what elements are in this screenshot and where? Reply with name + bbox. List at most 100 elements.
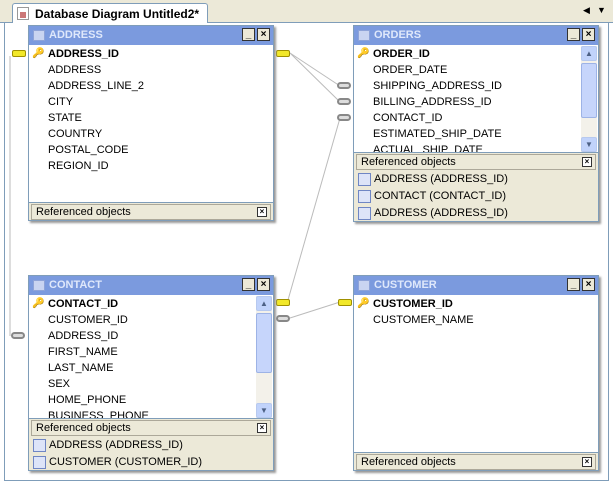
minimize-button[interactable]: _ — [242, 278, 255, 291]
close-button[interactable]: × — [582, 278, 595, 291]
table-name: ADDRESS — [49, 29, 103, 41]
minimize-button[interactable]: _ — [567, 28, 580, 41]
table-header[interactable]: ADDRESS _× — [29, 26, 273, 45]
table-header[interactable]: ORDERS _× — [354, 26, 598, 45]
minimize-button[interactable]: _ — [567, 278, 580, 291]
column-row[interactable]: LAST_NAME — [48, 362, 114, 374]
key-icon: 🔑 — [32, 298, 45, 309]
column-row[interactable]: BUSINESS_PHONE — [48, 410, 149, 419]
column-row[interactable]: STATE — [48, 112, 82, 124]
vertical-scrollbar[interactable]: ▲ ▼ — [256, 296, 272, 418]
column-row[interactable]: ADDRESS_ID — [48, 330, 119, 342]
close-icon[interactable]: × — [582, 457, 592, 467]
table-icon — [358, 207, 371, 220]
column-row[interactable]: COUNTRY — [48, 128, 103, 140]
primary-key-connector-icon[interactable] — [276, 299, 290, 306]
column-list: 🔑ORDER_ID ORDER_DATE SHIPPING_ADDRESS_ID… — [354, 45, 598, 153]
scroll-up-icon[interactable]: ▲ — [256, 296, 272, 311]
minimize-button[interactable]: _ — [242, 28, 255, 41]
column-row[interactable]: 🔑ORDER_ID — [357, 48, 430, 60]
referenced-objects-bar: Referenced objects× — [356, 154, 596, 170]
column-row[interactable]: 🔑CUSTOMER_ID — [357, 298, 453, 310]
column-row[interactable]: HOME_PHONE — [48, 394, 127, 406]
referenced-object[interactable]: ADDRESS (ADDRESS_ID) — [29, 437, 273, 454]
relation-line[interactable] — [289, 52, 341, 87]
foreign-key-link-icon[interactable] — [337, 82, 351, 89]
column-row[interactable]: 🔑CONTACT_ID — [32, 298, 119, 310]
primary-key-connector-icon[interactable] — [338, 299, 352, 306]
close-button[interactable]: × — [257, 28, 270, 41]
column-row[interactable]: REGION_ID — [48, 160, 109, 172]
column-row[interactable]: ADDRESS — [48, 64, 102, 76]
table-icon — [33, 439, 46, 452]
primary-key-connector-icon[interactable] — [12, 50, 26, 57]
scroll-down-icon[interactable]: ▼ — [581, 137, 597, 152]
close-button[interactable]: × — [582, 28, 595, 41]
referenced-object[interactable]: ADDRESS (ADDRESS_ID) — [354, 205, 598, 222]
key-icon: 🔑 — [357, 48, 370, 59]
close-icon[interactable]: × — [257, 423, 267, 433]
table-name: CUSTOMER — [374, 279, 437, 291]
table-contact[interactable]: CONTACT _× 🔑CONTACT_ID CUSTOMER_ID ADDRE… — [28, 275, 274, 471]
column-row[interactable]: ACTUAL_SHIP_DATE — [373, 144, 483, 153]
scroll-thumb[interactable] — [256, 313, 272, 373]
referenced-object[interactable]: CONTACT (CONTACT_ID) — [354, 188, 598, 205]
table-icon — [33, 280, 45, 291]
close-button[interactable]: × — [257, 278, 270, 291]
foreign-key-link-icon[interactable] — [11, 332, 25, 339]
referenced-objects-bar: Referenced objects× — [356, 454, 596, 470]
table-name: ORDERS — [374, 29, 422, 41]
tab-list-arrow-icon[interactable]: ◀ — [583, 5, 590, 15]
vertical-scrollbar[interactable]: ▲ ▼ — [581, 46, 597, 152]
column-row[interactable]: ORDER_DATE — [373, 64, 448, 76]
column-row[interactable]: 🔑ADDRESS_ID — [32, 48, 119, 60]
column-row[interactable]: POSTAL_CODE — [48, 144, 129, 156]
foreign-key-link-icon[interactable] — [276, 315, 290, 322]
diagram-icon — [17, 7, 29, 20]
table-header[interactable]: CONTACT _× — [29, 276, 273, 295]
scroll-thumb[interactable] — [581, 63, 597, 118]
table-icon — [33, 30, 45, 41]
referenced-object[interactable]: ADDRESS (ADDRESS_ID) — [354, 171, 598, 188]
column-row[interactable]: CONTACT_ID — [373, 112, 443, 124]
column-row[interactable]: SHIPPING_ADDRESS_ID — [373, 80, 502, 92]
table-icon — [358, 280, 370, 291]
column-row[interactable]: CITY — [48, 96, 74, 108]
table-icon — [358, 30, 370, 41]
close-icon[interactable]: × — [582, 157, 592, 167]
tab-bar: Database Diagram Untitled2* ◀ ▼ — [0, 0, 613, 24]
tab-title: Database Diagram Untitled2* — [35, 7, 200, 21]
close-icon[interactable]: × — [257, 207, 267, 217]
column-list: 🔑ADDRESS_ID ADDRESS ADDRESS_LINE_2 CITY … — [29, 45, 273, 203]
column-row[interactable]: CUSTOMER_ID — [48, 314, 128, 326]
column-row[interactable]: ADDRESS_LINE_2 — [48, 80, 144, 92]
referenced-object[interactable]: CUSTOMER (CUSTOMER_ID) — [29, 454, 273, 471]
key-icon: 🔑 — [357, 298, 370, 309]
column-row[interactable]: SEX — [48, 378, 71, 390]
column-row[interactable]: BILLING_ADDRESS_ID — [373, 96, 492, 108]
table-customer[interactable]: CUSTOMER _× 🔑CUSTOMER_ID CUSTOMER_NAME R… — [353, 275, 599, 471]
table-icon — [33, 456, 46, 469]
foreign-key-link-icon[interactable] — [337, 98, 351, 105]
tab-menu-icon[interactable]: ▼ — [597, 5, 606, 15]
foreign-key-link-icon[interactable] — [337, 114, 351, 121]
table-name: CONTACT — [49, 279, 102, 291]
primary-key-connector-icon[interactable] — [276, 50, 290, 57]
column-row[interactable]: FIRST_NAME — [48, 346, 118, 358]
table-orders[interactable]: ORDERS _× 🔑ORDER_ID ORDER_DATE SHIPPING_… — [353, 25, 599, 222]
table-icon — [358, 173, 371, 186]
tab-database-diagram[interactable]: Database Diagram Untitled2* — [12, 3, 208, 24]
column-list: 🔑CONTACT_ID CUSTOMER_ID ADDRESS_ID FIRST… — [29, 295, 273, 419]
table-address[interactable]: ADDRESS _× 🔑ADDRESS_ID ADDRESS ADDRESS_L… — [28, 25, 274, 221]
table-header[interactable]: CUSTOMER _× — [354, 276, 598, 295]
referenced-objects-bar: Referenced objects× — [31, 420, 271, 436]
scroll-down-icon[interactable]: ▼ — [256, 403, 272, 418]
column-row[interactable]: ESTIMATED_SHIP_DATE — [373, 128, 502, 140]
scroll-up-icon[interactable]: ▲ — [581, 46, 597, 61]
relation-line[interactable] — [287, 117, 341, 301]
column-row[interactable]: CUSTOMER_NAME — [373, 314, 474, 326]
relation-line[interactable] — [289, 52, 341, 103]
column-list: 🔑CUSTOMER_ID CUSTOMER_NAME — [354, 295, 598, 453]
relation-line[interactable] — [289, 301, 341, 319]
